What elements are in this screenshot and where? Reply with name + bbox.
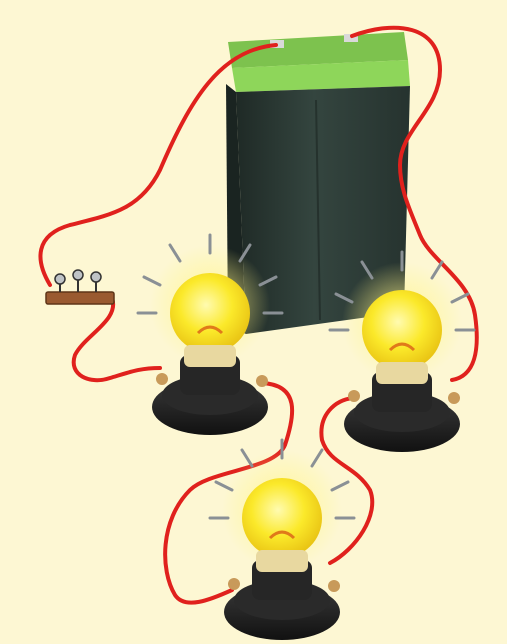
series-circuit-illustration <box>0 0 507 644</box>
